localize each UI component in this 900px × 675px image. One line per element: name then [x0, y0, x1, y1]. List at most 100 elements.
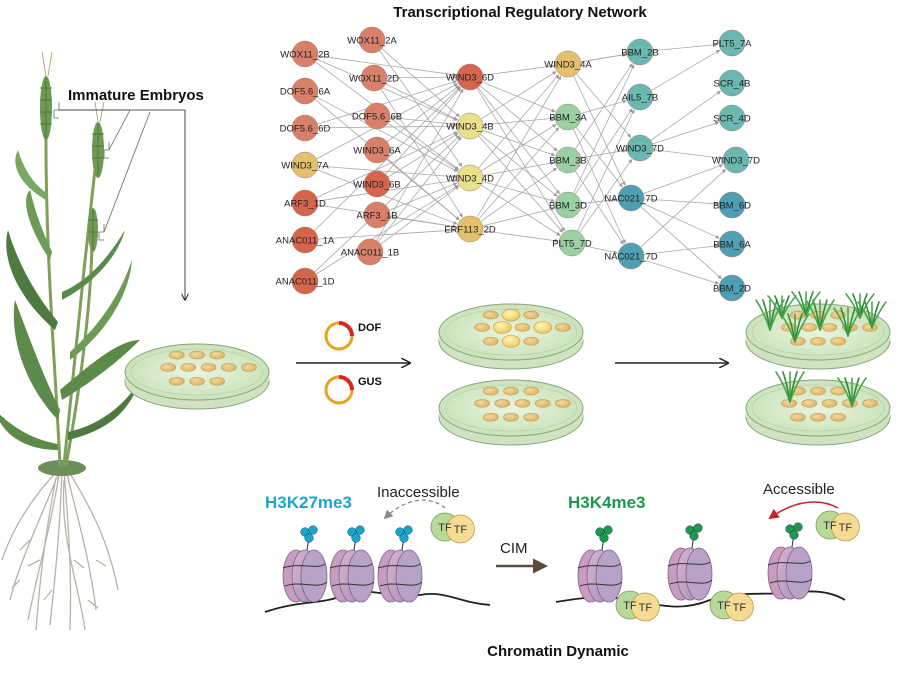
methyl-group: [304, 533, 314, 543]
regenerated-shoot: [819, 299, 835, 331]
embryo-dish: [124, 343, 270, 410]
network-edge: [574, 170, 624, 245]
embryo-explant: [483, 310, 499, 320]
embryo-explant: [523, 310, 539, 320]
tf-label: TF: [454, 524, 468, 536]
network-node-circle: [718, 230, 746, 258]
network-node-circle: [363, 170, 391, 198]
nucleosome: [767, 522, 813, 600]
network-edge: [317, 228, 457, 240]
network-edge: [476, 75, 562, 219]
network-node-circle: [617, 242, 645, 270]
network-edge: [317, 165, 457, 179]
embryo-explant: [180, 363, 197, 372]
embryo-explant: [209, 376, 225, 386]
gus-plasmid-icon: [324, 375, 354, 405]
network-node: WIND3_4D: [446, 164, 494, 192]
embryo-explant: [160, 363, 176, 372]
network-title: Transcriptional Regulatory Network: [393, 4, 647, 21]
network-edge: [314, 135, 461, 273]
histone-mark-icon: [395, 525, 413, 543]
network-node: ARF3_1D: [284, 189, 326, 217]
network-edge: [482, 207, 555, 227]
network-node-circle: [456, 215, 484, 243]
network-node: WIND3_6D: [446, 63, 494, 91]
network-node-circle: [718, 69, 746, 97]
network-edge: [479, 85, 558, 152]
network-node-label: ARF3_1B: [356, 211, 397, 222]
histone-core: [785, 546, 813, 600]
embryo-explant: [862, 399, 878, 408]
network-edge: [317, 55, 457, 77]
tf-subunit: [831, 512, 860, 542]
network-node-label: WOX11_2D: [349, 74, 399, 85]
h3k27me3-label: H3K27me3: [265, 493, 352, 512]
dna-wrap: [379, 581, 423, 587]
network-edge: [479, 133, 558, 197]
chromatin-panel: H3K27me3 Inaccessible H3K4me3 Accessible…: [264, 481, 860, 622]
network-node-label: BBM_6A: [713, 240, 751, 251]
dof-callus-dish: [438, 303, 584, 370]
network-node-label: WOX11_2B: [280, 50, 329, 61]
network-node-circle: [554, 103, 582, 131]
network-node-circle: [718, 274, 746, 302]
embryo-explant: [483, 336, 499, 346]
network-node: WOX11_2A: [347, 26, 397, 54]
network-edge: [385, 83, 458, 121]
embryo-explant: [474, 399, 490, 408]
tf-subunit: [445, 514, 475, 544]
cim-label: CIM: [500, 540, 528, 557]
network-edge: [652, 42, 719, 52]
network-node: ANAC011_1B: [341, 238, 399, 266]
network-node: PLT5_7D: [552, 229, 592, 257]
embryo-explant: [189, 376, 205, 386]
embryo-explant: [220, 363, 237, 372]
network-node: BBM_3D: [549, 191, 587, 219]
methyl-group: [403, 525, 413, 535]
network-node-label: WIND3_4D: [446, 174, 494, 185]
network-node-circle: [291, 40, 319, 68]
embryo-explant: [821, 399, 838, 408]
embryo-explant: [169, 350, 185, 360]
network-edge: [576, 73, 632, 138]
tf-label: TF: [639, 602, 653, 614]
embryo-explant: [810, 386, 826, 396]
network-node: BBM_6A: [713, 230, 751, 258]
network-node: BBM_6D: [713, 191, 751, 219]
network-edge: [643, 164, 724, 194]
network-node: WIND3_7A: [281, 151, 329, 179]
network-edge: [579, 159, 633, 233]
closed-nucleosomes: [282, 525, 423, 603]
embryo-explant: [493, 321, 512, 334]
dish-inner-ring: [751, 308, 885, 356]
network-node-circle: [554, 146, 582, 174]
network-node-label: WOX11_2A: [347, 36, 397, 47]
regenerated-shoot: [789, 371, 805, 403]
histone-mark-icon: [685, 523, 703, 541]
dna-wrap: [377, 563, 421, 569]
network-edge: [480, 184, 561, 236]
network-node-circle: [626, 83, 654, 111]
tf-label: TF: [733, 602, 747, 614]
tf-label: TF: [839, 522, 853, 534]
network-edge: [580, 148, 627, 159]
network-edge: [389, 216, 457, 229]
dof-construct-label: DOF: [358, 322, 382, 334]
network-edge: [480, 71, 557, 120]
network-node-label: NAC021_7D: [604, 252, 657, 263]
network-edge: [573, 75, 626, 186]
network-node: DOF5.6_6D: [280, 114, 330, 142]
network-node-circle: [356, 238, 384, 266]
dna-wrap: [577, 563, 621, 569]
network-node-label: SCR_4D: [713, 114, 751, 125]
embryo-explant: [523, 336, 539, 346]
network-node-circle: [291, 151, 319, 179]
network-node: WIND3_7D: [616, 134, 664, 162]
network-edge: [316, 96, 458, 172]
histone-mark-icon: [595, 525, 613, 543]
network-edge: [573, 128, 626, 244]
